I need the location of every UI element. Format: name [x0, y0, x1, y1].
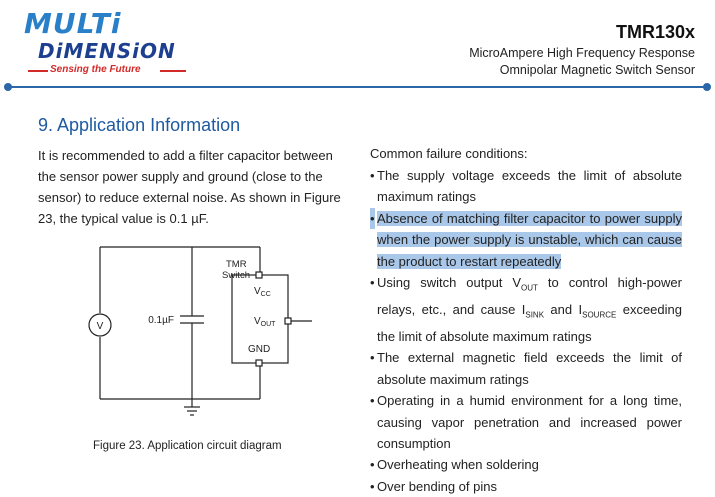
logo-tagline-line-right — [160, 70, 186, 72]
header-rule — [8, 86, 707, 88]
pin-gnd-label: GND — [248, 344, 270, 355]
bullet: • — [370, 478, 375, 494]
failure-conditions-list: Common failure conditions: • The supply … — [370, 144, 682, 497]
list-item-text: The supply voltage exceeds the limit of … — [377, 168, 682, 205]
chip-label-tmr: TMR — [226, 259, 247, 270]
bullet: • — [370, 275, 375, 291]
list-item-text: The external magnetic field exceeds the … — [377, 350, 682, 387]
chip-label-switch: Switch — [222, 270, 250, 281]
list-item-text: Overheating when soldering — [377, 457, 539, 473]
pin-gnd-square — [255, 359, 263, 367]
logo-tagline-line-left — [28, 70, 48, 72]
pin-vcc-square — [255, 271, 263, 279]
section-title: 9. Application Information — [38, 115, 241, 135]
bullet: • — [370, 457, 375, 473]
bullet: • — [370, 393, 375, 409]
list-item: • The external magnetic field exceeds th… — [370, 347, 682, 390]
product-title: TMR130x — [615, 22, 695, 42]
bullet: • — [370, 207, 375, 230]
list-item-text: Absence of matching filter capacitor to … — [377, 210, 682, 269]
list-item: • Using switch output VOUT to control hi… — [370, 272, 682, 347]
failure-conditions-heading: Common failure conditions: — [370, 146, 528, 161]
capacitor-label: 0.1µF — [148, 315, 174, 326]
pin-vout-square — [284, 317, 292, 325]
voltage-source-symbol — [88, 313, 112, 337]
list-item-text: Using switch output VOUT to control high… — [377, 275, 682, 345]
product-subtitle-2: Omnipolar Magnetic Switch Sensor — [499, 63, 695, 77]
logo-multi-text: MULTi — [24, 7, 122, 40]
logo-dimension-text: DiMENSiON — [38, 39, 176, 63]
list-item-highlighted: • Absence of matching filter capacitor t… — [370, 207, 682, 272]
application-circuit-diagram: V 0.1µF TMR Switch VCC VOUT GND — [88, 246, 312, 416]
pin-vcc-label: VCC — [254, 286, 271, 298]
list-item: • Over bending of pins — [370, 476, 682, 497]
list-item: • The supply voltage exceeds the limit o… — [370, 165, 682, 208]
product-subtitle-1: MicroAmpere High Frequency Response — [469, 46, 695, 60]
list-item-text: Operating in a humid environment for a l… — [377, 393, 682, 452]
bullet: • — [370, 168, 375, 183]
voltage-source-label: V — [97, 321, 104, 332]
list-item-text: Over bending of pins — [377, 478, 497, 494]
bullet: • — [370, 350, 375, 366]
header-rule-dot-left — [4, 83, 12, 91]
figure-caption: Figure 23. Application circuit diagram — [93, 440, 282, 452]
header-rule-dot-right — [703, 83, 711, 91]
logo-tagline: Sensing the Future — [50, 64, 141, 75]
pin-vout-label: VOUT — [254, 316, 276, 328]
list-item: • Overheating when soldering — [370, 454, 682, 475]
list-item: • Operating in a humid environment for a… — [370, 390, 682, 454]
intro-paragraph: It is recommended to add a filter capaci… — [38, 148, 341, 226]
